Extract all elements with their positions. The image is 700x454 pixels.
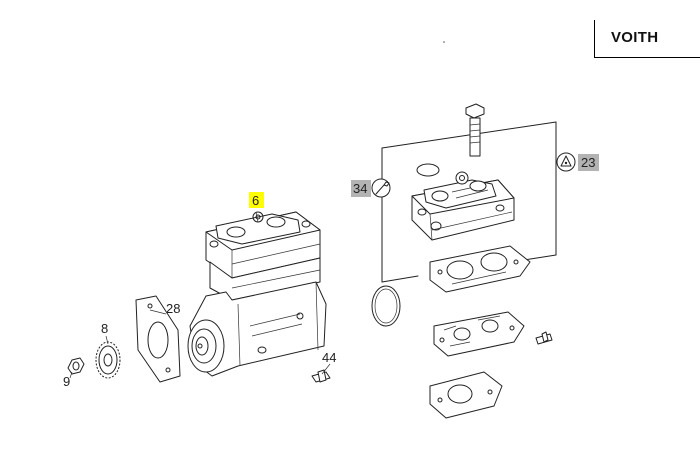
callout-6-highlight — [249, 192, 264, 208]
exploded-cylinder-head[interactable] — [411, 171, 515, 241]
leader-lines — [69, 211, 331, 379]
callout-6[interactable]: 6 — [252, 193, 259, 208]
tool-badge-34[interactable]: 34 — [351, 178, 391, 198]
lower-gasket[interactable] — [429, 371, 503, 419]
large-o-ring[interactable] — [371, 285, 401, 327]
gear-nut[interactable] — [67, 357, 85, 375]
callout-34: 34 — [353, 181, 367, 196]
callout-23: 23 — [581, 155, 595, 170]
valve-plate[interactable] — [433, 311, 525, 357]
cylinder-head-bolt[interactable] — [465, 103, 485, 157]
callout-28[interactable]: 28 — [166, 301, 180, 316]
callout-44[interactable]: 44 — [322, 350, 336, 365]
compressor-assembly[interactable] — [187, 211, 327, 377]
drive-gear[interactable] — [95, 341, 121, 379]
callout-8[interactable]: 8 — [101, 321, 108, 336]
upper-gasket[interactable] — [429, 245, 531, 293]
callout-9[interactable]: 9 — [63, 374, 70, 389]
valve-plate-bolt[interactable] — [535, 331, 553, 345]
brand-logo-text: VOITH — [611, 29, 659, 46]
small-o-ring[interactable] — [416, 163, 440, 177]
flange-gasket[interactable] — [135, 295, 181, 383]
exploded-view-frame — [381, 121, 557, 283]
brand-box: VOITH — [594, 20, 700, 58]
stray-dot — [443, 41, 445, 43]
crankcase-bolt[interactable] — [311, 369, 331, 383]
torque-badge-23[interactable]: 23 — [556, 152, 599, 172]
